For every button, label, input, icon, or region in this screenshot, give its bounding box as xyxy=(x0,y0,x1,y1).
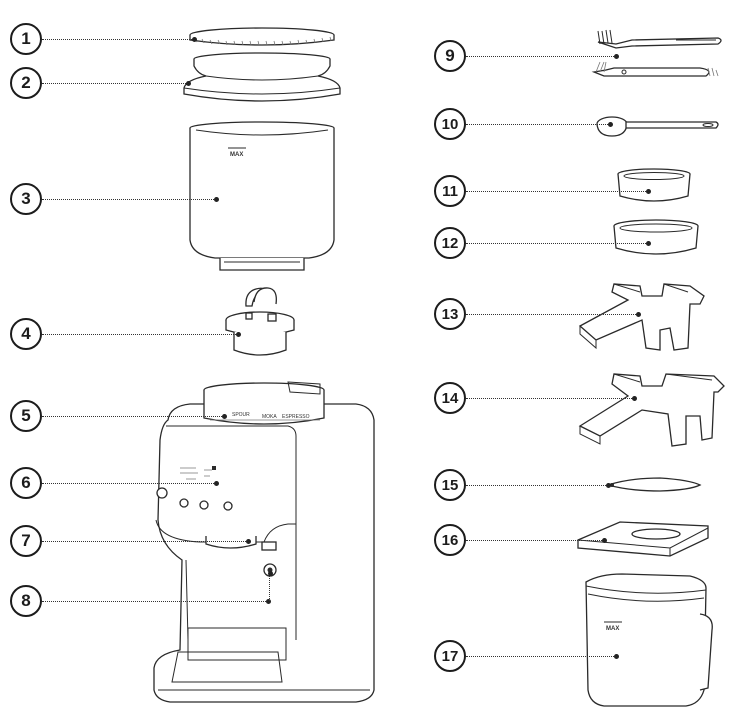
callout-13: 13 xyxy=(434,298,466,330)
leader-line-4 xyxy=(42,331,241,337)
leader-line-12 xyxy=(466,240,651,246)
leader-line-14 xyxy=(466,395,637,401)
callout-14: 14 xyxy=(434,382,466,414)
callout-12: 12 xyxy=(434,227,466,259)
dial-label-espresso: ESPRESSO xyxy=(282,414,310,420)
callout-16: 16 xyxy=(434,524,466,556)
leader-line-17 xyxy=(466,653,619,659)
callout-4: 4 xyxy=(10,318,42,350)
part-measuring-scoop xyxy=(596,116,719,137)
hopper-max-label: MAX xyxy=(230,152,243,158)
leader-line-3 xyxy=(42,196,219,202)
callout-8: 8 xyxy=(10,585,42,617)
callout-1: 1 xyxy=(10,23,42,55)
leader-line-6 xyxy=(42,480,219,486)
leader-line-11 xyxy=(466,188,651,194)
part-dosing-ring-small xyxy=(617,168,691,202)
leader-line-16 xyxy=(466,537,607,543)
part-spring-clip xyxy=(605,477,702,492)
leader-line-15 xyxy=(466,482,611,488)
part-grinder-body: SPOUR MOKA ESPRESSO xyxy=(153,381,375,703)
part-dosing-ring-large xyxy=(613,219,699,255)
callout-9: 9 xyxy=(434,40,466,72)
callout-7: 7 xyxy=(10,525,42,557)
part-cleaning-brushes xyxy=(591,29,722,77)
bin-max-label: MAX xyxy=(606,626,619,632)
callout-2: 2 xyxy=(10,67,42,99)
leader-line-2 xyxy=(42,80,191,86)
leader-line-10 xyxy=(466,121,613,127)
part-lid-ring xyxy=(189,27,335,46)
leader-line-8-vertical xyxy=(268,570,273,601)
callout-6: 6 xyxy=(10,467,42,499)
callout-11: 11 xyxy=(434,175,466,207)
callout-17: 17 xyxy=(434,640,466,672)
dial-label-moka: MOKA xyxy=(262,414,277,420)
leader-line-7 xyxy=(42,538,251,544)
dial-label-spour: SPOUR xyxy=(232,412,250,418)
part-bin-lid xyxy=(577,521,709,557)
callout-3: 3 xyxy=(10,183,42,215)
callout-10: 10 xyxy=(434,108,466,140)
part-hopper-lid xyxy=(183,52,341,102)
part-upper-burr xyxy=(225,287,295,356)
callout-5: 5 xyxy=(10,400,42,432)
leader-line-9 xyxy=(466,53,619,59)
leader-line-5 xyxy=(42,413,227,419)
part-cradle-small xyxy=(578,283,705,351)
part-cradle-large xyxy=(578,373,725,447)
part-grounds-bin: MAX xyxy=(585,573,713,707)
leader-line-1 xyxy=(42,36,197,42)
part-bean-hopper: MAX xyxy=(189,121,335,271)
callout-15: 15 xyxy=(434,469,466,501)
leader-line-8 xyxy=(42,598,271,604)
leader-line-13 xyxy=(466,311,641,317)
